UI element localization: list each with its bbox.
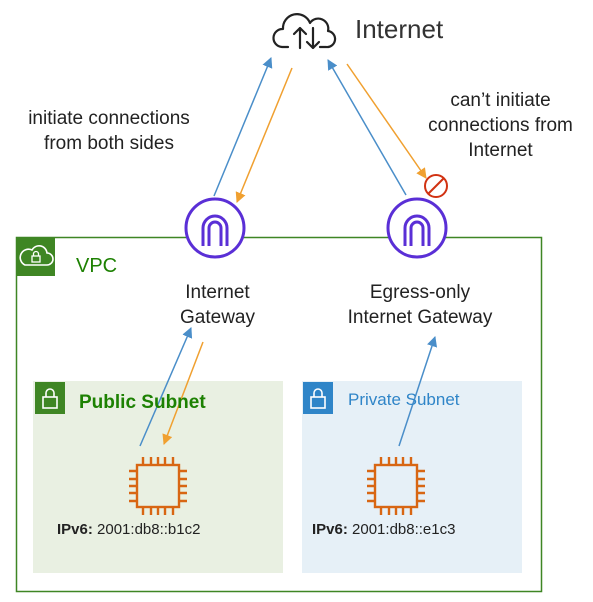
egress-only-gateway-label-line: Egress-only (369, 282, 471, 303)
arrow-internet-to-igw (235, 67, 293, 203)
public-instance-ip: IPv6: 2001:db8::b1c2 (57, 521, 200, 538)
ip-prefix: IPv6: (57, 521, 93, 538)
arrow-eigw-to-internet (327, 59, 407, 196)
internet-gateway-label-line: Gateway (180, 307, 255, 328)
left-note: initiate connections from both sides (4, 106, 214, 156)
arrow-internet-to-eigw-blocked (346, 63, 427, 179)
arrow-public-instance-to-igw (139, 327, 193, 447)
internet-label: Internet (355, 14, 444, 44)
cloud-upload-download-icon (272, 13, 337, 50)
internet-gateway-label: Internet Gateway (140, 280, 295, 330)
right-note-line: Internet (468, 140, 533, 161)
arrow-igw-to-internet (213, 57, 273, 197)
ip-value: 2001:db8::e1c3 (352, 521, 456, 538)
lock-icon (35, 382, 65, 414)
right-note-line: can’t initiate (450, 90, 551, 111)
instance-chip-icon (129, 457, 187, 515)
public-subnet-label: Public Subnet (79, 392, 206, 413)
vpc-label: VPC (76, 255, 118, 277)
right-note: can’t initiate connections from Internet (408, 88, 593, 163)
arrow-igw-to-public-instance (162, 341, 204, 445)
vpc-boundary (15, 236, 543, 593)
private-instance-ip: IPv6: 2001:db8::e1c3 (312, 521, 455, 538)
instance-chip-icon (367, 457, 425, 515)
egress-only-gateway-label: Egress-only Internet Gateway (320, 280, 520, 330)
lock-icon (303, 382, 333, 414)
left-note-line: from both sides (44, 133, 174, 154)
gateway-icon (386, 197, 448, 259)
blocked-icon (424, 174, 448, 198)
gateway-icon (184, 197, 246, 259)
private-subnet-area (302, 381, 522, 573)
private-subnet-label: Private Subnet (348, 390, 460, 409)
public-subnet-area (33, 381, 283, 573)
arrow-private-instance-to-eigw (398, 336, 438, 447)
left-note-line: initiate connections (28, 108, 190, 129)
cloud-lock-icon (17, 238, 55, 276)
ip-prefix: IPv6: (312, 521, 348, 538)
internet-gateway-label-line: Internet (185, 282, 250, 303)
ip-value: 2001:db8::b1c2 (97, 521, 201, 538)
right-note-line: connections from (428, 115, 573, 136)
egress-only-gateway-label-line: Internet Gateway (347, 307, 493, 328)
